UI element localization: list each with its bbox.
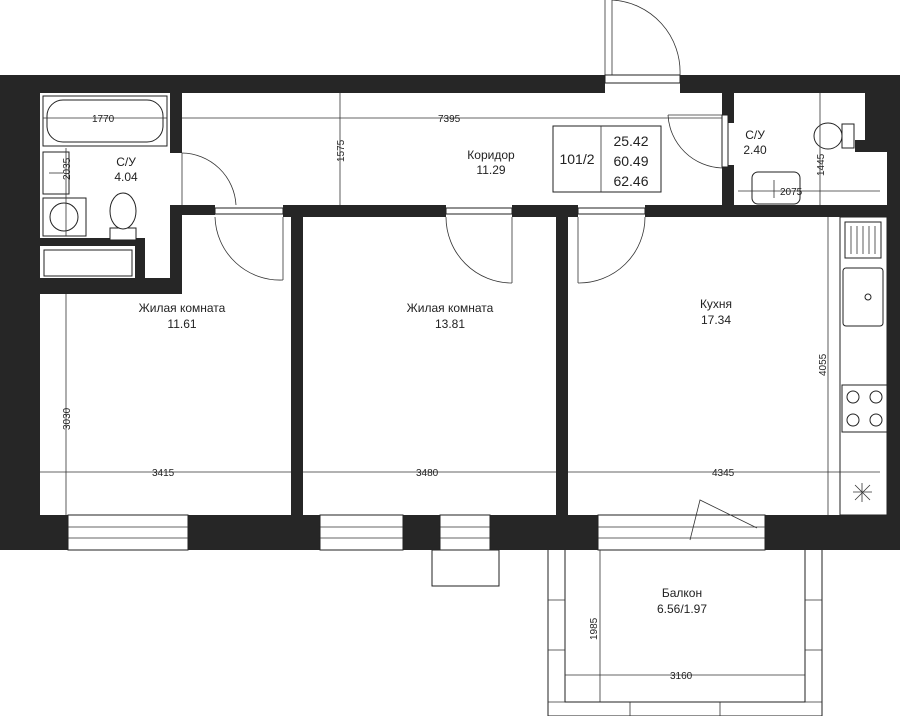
apartment-area-with-balcony: 62.46 — [613, 173, 648, 189]
dimension-labels: 1770 7395 1575 2035 1445 2075 3030 3415 … — [62, 114, 829, 682]
balcony — [547, 550, 823, 716]
balcony-area: 6.56/1.97 — [657, 602, 707, 616]
living1-name: Жилая комната — [139, 301, 226, 315]
dim-bath1-width: 1770 — [92, 114, 115, 125]
bath2-area: 2.40 — [743, 143, 767, 157]
living2-area: 13.81 — [435, 317, 465, 331]
bath1-area: 4.04 — [114, 170, 138, 184]
dim-kitchen-height: 4055 — [818, 353, 829, 376]
balcony-name: Балкон — [662, 586, 702, 600]
kitchen-name: Кухня — [700, 297, 732, 311]
living2-name: Жилая комната — [407, 301, 494, 315]
dim-corridor-height: 1575 — [336, 139, 347, 162]
apartment-area-living: 25.42 — [613, 133, 648, 149]
dim-kitchen-width: 4345 — [712, 468, 735, 479]
apartment-info-box: 101/2 25.42 60.49 62.46 — [552, 125, 662, 193]
dim-living1-height: 3030 — [62, 407, 73, 430]
apartment-number: 101/2 — [559, 151, 594, 167]
room-labels: С/У 4.04 Коридор 11.29 С/У 2.40 Жилая ко… — [114, 128, 767, 616]
dim-living1-width: 3415 — [152, 468, 175, 479]
dim-bath2-width: 2075 — [780, 187, 803, 198]
dim-bath2-height: 1445 — [816, 153, 827, 176]
dimension-lines — [40, 93, 880, 702]
walls — [0, 75, 900, 550]
windows — [67, 514, 766, 587]
doors — [181, 0, 758, 541]
dim-bath1-height: 2035 — [62, 157, 73, 180]
kitchen-area: 17.34 — [701, 313, 731, 327]
dim-living2-width: 3480 — [416, 468, 439, 479]
corridor-area: 11.29 — [476, 163, 505, 177]
bath1-name: С/У — [116, 155, 136, 169]
apartment-area-total: 60.49 — [613, 153, 648, 169]
dim-corridor-width: 7395 — [438, 114, 461, 125]
dim-balcony-height: 1985 — [589, 617, 600, 640]
fixtures — [42, 95, 888, 516]
living1-area: 11.61 — [167, 317, 196, 331]
dim-balcony-width: 3160 — [670, 671, 693, 682]
bath2-name: С/У — [745, 128, 765, 142]
corridor-name: Коридор — [467, 148, 515, 162]
